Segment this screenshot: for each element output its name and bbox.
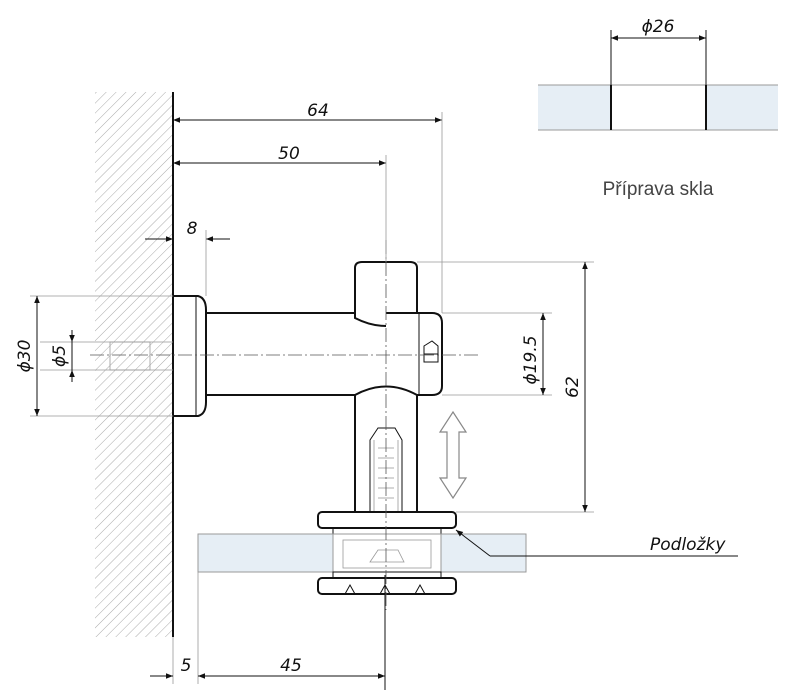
glass-preparation-title: Příprava skla [603, 179, 714, 200]
wall-cap [172, 295, 207, 417]
dim-cap-thickness: 8 [187, 219, 198, 239]
center-lines [90, 240, 480, 690]
body-center-section [386, 312, 443, 396]
dim-body-diameter: ϕ19.5 [521, 335, 541, 384]
dim-glass-offset: 45 [280, 656, 302, 676]
dim-body-height: 62 [563, 376, 583, 398]
glass-preparation-detail [538, 30, 778, 131]
wall [95, 92, 174, 637]
dim-total-length: 64 [307, 101, 329, 121]
washers-assembly [317, 511, 457, 595]
dim-wall-offset: 5 [181, 656, 192, 676]
dim-cap-diameter: ϕ30 [15, 340, 35, 373]
dim-center-length: 50 [278, 144, 300, 164]
dim-hole-diameter: ϕ5 [50, 345, 70, 367]
adjust-arrow-icon [438, 410, 468, 500]
washers-label: Podložky [650, 535, 726, 555]
glass-hole-diameter-label: ϕ26 [642, 17, 675, 37]
wall-hole [30, 295, 173, 417]
horizontal-arm [206, 312, 360, 396]
